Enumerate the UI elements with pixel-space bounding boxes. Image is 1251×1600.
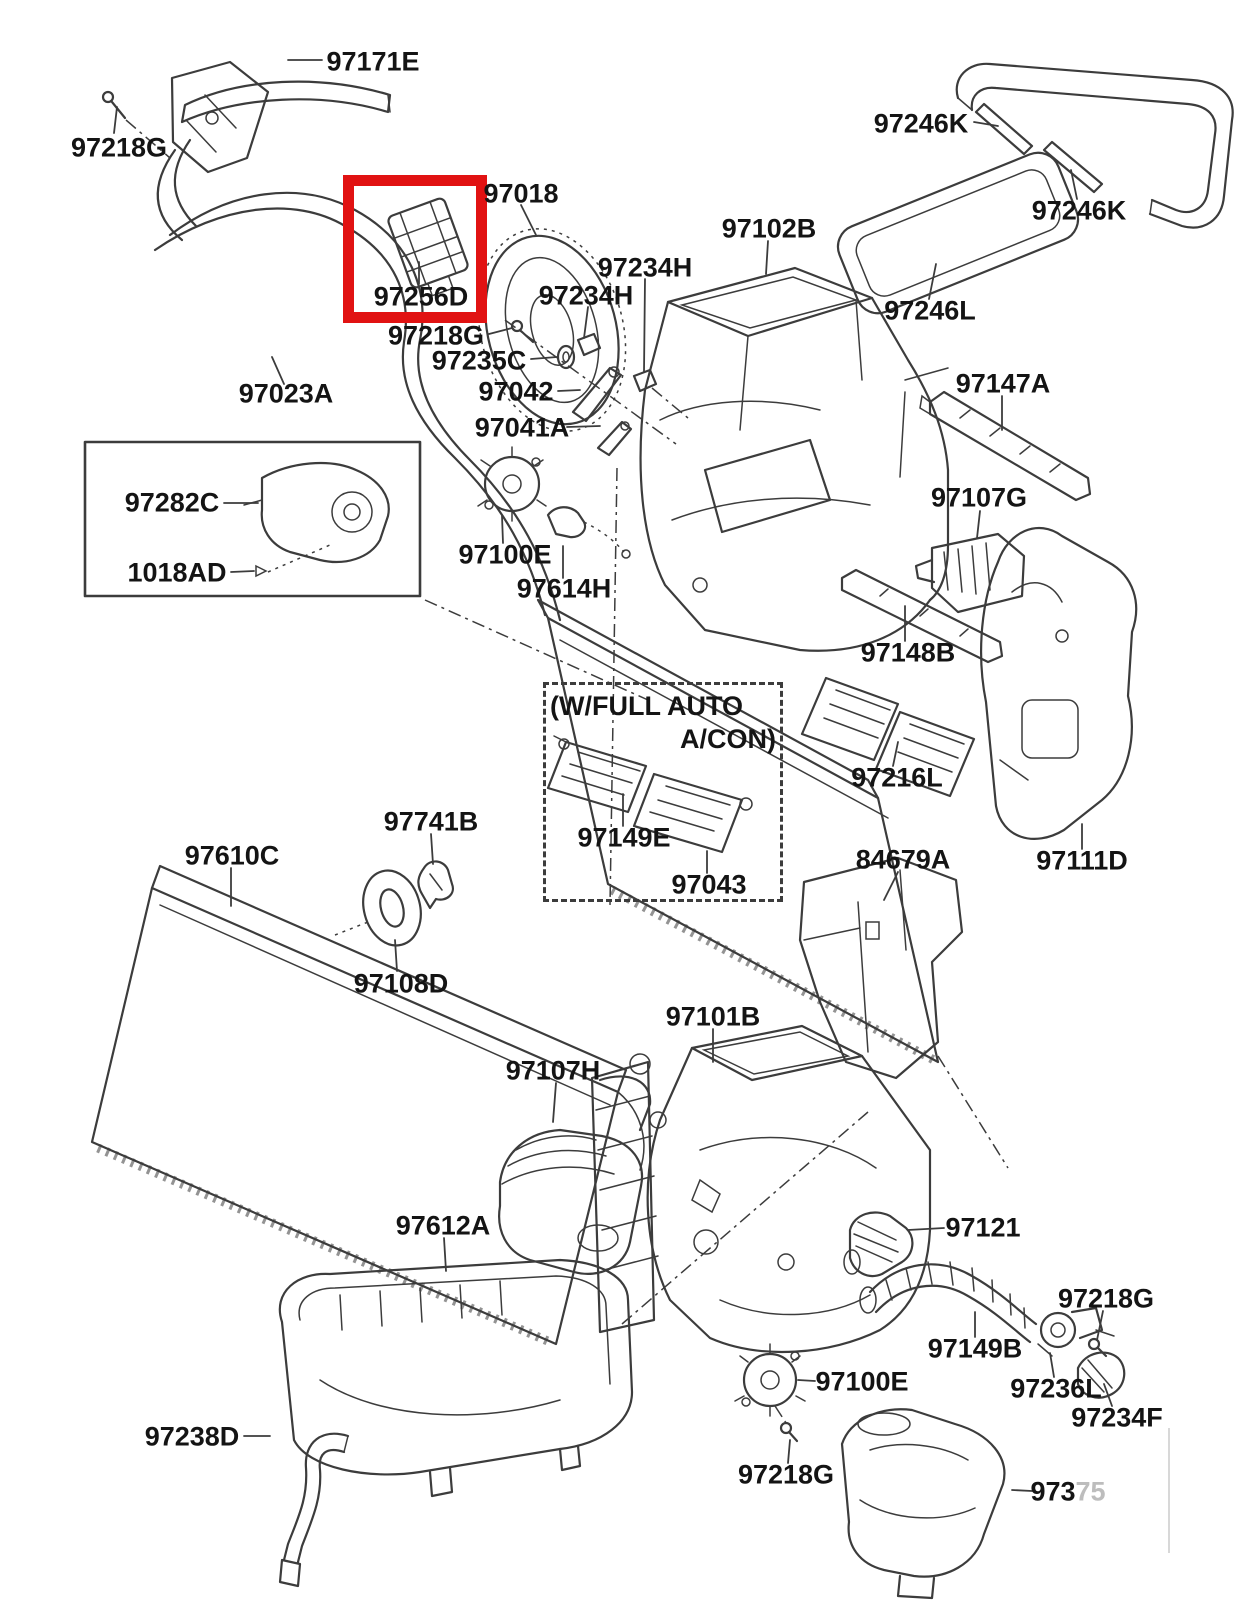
part-label-97234F: 97234F bbox=[1071, 1402, 1163, 1433]
screw-97218G-bottom bbox=[775, 1406, 797, 1441]
part-label-1018AD: 1018AD bbox=[127, 557, 227, 588]
part-label-97234H-1: 97234H bbox=[597, 252, 693, 283]
option-box-text-line2: A/CON) bbox=[680, 724, 776, 754]
highlight-box-97256D bbox=[343, 175, 487, 323]
part-97246L-gasket bbox=[831, 146, 1084, 320]
part-97148B-rod bbox=[842, 570, 1002, 662]
part-label-97101B: 97101B bbox=[665, 1001, 761, 1032]
part-97100E-actuator-lower bbox=[735, 1344, 805, 1416]
part-97375-duct bbox=[842, 1409, 1004, 1598]
part-label-97234H-2: 97234H bbox=[538, 280, 634, 311]
part-97612A-lower-case bbox=[280, 1260, 632, 1496]
part-label-84679A: 84679A bbox=[855, 844, 951, 875]
part-label-97246K-2: 97246K bbox=[1031, 195, 1127, 226]
part-label-97148B: 97148B bbox=[860, 637, 956, 668]
part-label-97256D: 97256D bbox=[373, 281, 469, 312]
part-97236L-valve bbox=[1038, 1308, 1114, 1356]
part-label-97246K-1: 97246K bbox=[873, 108, 969, 139]
part-label-97042: 97042 bbox=[478, 376, 554, 407]
part-97149B-hose bbox=[860, 1262, 1036, 1342]
part-97246K-seal-strip-2 bbox=[1044, 142, 1102, 192]
part-97149E-door bbox=[548, 736, 646, 812]
part-97043-door bbox=[634, 774, 752, 852]
part-97101B-lower-case bbox=[592, 1026, 930, 1352]
part-97256D-resistor bbox=[387, 197, 474, 301]
part-97614H-sensor bbox=[548, 507, 630, 558]
part-97741B-clip bbox=[418, 861, 453, 908]
part-97107G-actuator bbox=[916, 534, 1024, 612]
full-auto-acon-option-box: (W/FULL AUTO A/CON) bbox=[543, 682, 783, 902]
part-label-97171E: 97171E bbox=[326, 46, 420, 77]
part-label-97282C: 97282C bbox=[124, 487, 220, 518]
part-label-97108D: 97108D bbox=[353, 968, 449, 999]
part-97121-elbow bbox=[844, 1212, 912, 1276]
part-label-97246L: 97246L bbox=[884, 295, 976, 326]
part-label-97236L: 97236L bbox=[1010, 1373, 1102, 1404]
part-label-97018: 97018 bbox=[483, 178, 559, 209]
part-label-97216L: 97216L bbox=[851, 762, 943, 793]
leader-lines bbox=[114, 60, 1112, 1491]
scan-artifact-line bbox=[1168, 1428, 1170, 1553]
part-label-97610C: 97610C bbox=[184, 840, 280, 871]
part-84679A-bracket bbox=[800, 858, 1008, 1168]
part-97100E-actuator-upper bbox=[478, 447, 546, 521]
part-label-97107H: 97107H bbox=[505, 1055, 601, 1086]
part-label-97149E: 97149E bbox=[577, 822, 671, 853]
part-label-97100E-2: 97100E bbox=[815, 1366, 909, 1397]
part-label-97238D: 97238D bbox=[144, 1421, 240, 1452]
fasteners-cluster bbox=[505, 320, 688, 455]
part-97246K-seal-frame bbox=[957, 64, 1233, 228]
part-97216L-grilles bbox=[802, 678, 974, 796]
part-label-97041A: 97041A bbox=[474, 412, 570, 443]
part-label-97741B: 97741B bbox=[383, 806, 479, 837]
part-label-97612A: 97612A bbox=[395, 1210, 491, 1241]
part-97023A-heater-core bbox=[538, 600, 938, 1062]
part-97108D-grommet bbox=[355, 864, 429, 952]
part-label-97218G-2: 97218G bbox=[387, 320, 485, 351]
part-97282C-duct-sensor bbox=[85, 442, 420, 596]
part-97234F-pad bbox=[1078, 1353, 1124, 1398]
part-label-97102B: 97102B bbox=[721, 213, 817, 244]
screw-97218G-top-left bbox=[103, 92, 170, 158]
part-label-97218G-1: 97218G bbox=[70, 132, 168, 163]
part-label-97111D: 97111D bbox=[1036, 845, 1128, 876]
part-97246K-seal-strip-1 bbox=[976, 104, 1032, 154]
part-97111D-side-cover bbox=[981, 528, 1136, 839]
part-label-97121: 97121 bbox=[945, 1212, 1021, 1243]
part-label-97614H: 97614H bbox=[516, 573, 612, 604]
part-97107H-duct bbox=[499, 1130, 642, 1274]
option-box-text-line1: (W/FULL AUTO bbox=[550, 691, 743, 721]
part-label-97218G-4: 97218G bbox=[737, 1459, 835, 1490]
part-97147A-door bbox=[900, 392, 1090, 500]
part-label-97023A: 97023A bbox=[238, 378, 334, 409]
part-97102B-upper-case bbox=[425, 268, 948, 905]
part-label-97147A: 97147A bbox=[955, 368, 1051, 399]
part-label-97107G: 97107G bbox=[930, 482, 1028, 513]
part-label-97100E-1: 97100E bbox=[458, 539, 552, 570]
part-97238D-drain-hose bbox=[280, 1434, 348, 1586]
part-label-97375: 97375 bbox=[1030, 1476, 1106, 1507]
part-label-97149B: 97149B bbox=[927, 1333, 1023, 1364]
part-label-97043: 97043 bbox=[671, 869, 747, 900]
part-label-97235C: 97235C bbox=[431, 345, 527, 376]
part-label-97218G-3: 97218G bbox=[1057, 1283, 1155, 1314]
